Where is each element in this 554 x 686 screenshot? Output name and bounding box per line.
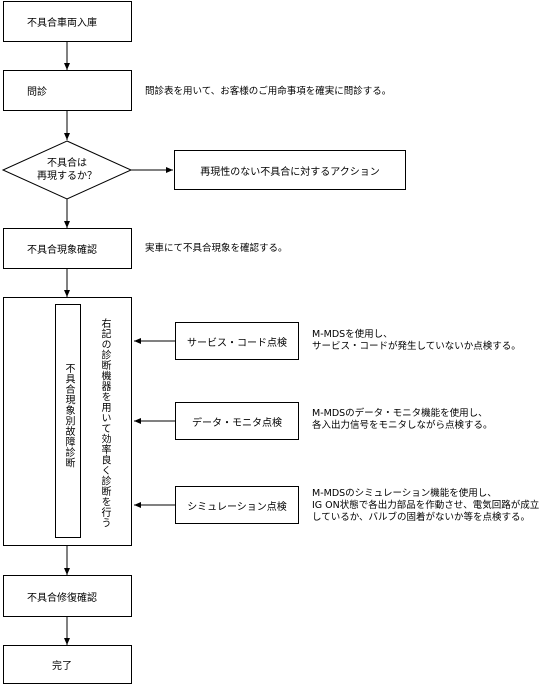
- decision-label: 不具合は 再現するか？: [37, 158, 97, 182]
- step-repair-confirm-label: 不具合修復確認: [27, 592, 97, 604]
- no-repro-action-label: 再現性のない不具合に対するアクション: [200, 166, 380, 178]
- tool-data-monitor-box: データ・モニタ点検: [175, 402, 299, 440]
- tool-service-code-desc: M-MDSを使用し、 サービス・コードが発生していないか点検する。: [312, 329, 521, 352]
- interview-note: 問診表を用いて、お客様のご用命事項を確実に問診する。: [145, 86, 392, 97]
- step-confirm-label: 不具合現象確認: [27, 245, 97, 256]
- step-intake-box: 不具合車両入庫: [3, 1, 132, 42]
- efficient-diagnosis-label: 右記の診断機器を用いて効率良く診断を行う: [99, 318, 110, 528]
- confirm-note: 実車にて不具合現象を確認する。: [145, 243, 288, 254]
- tool-data-monitor-label: データ・モニタ点検: [192, 417, 282, 429]
- step-confirm-box: 不具合現象確認: [3, 228, 132, 269]
- step-intake-label: 不具合車両入庫: [27, 18, 97, 29]
- step-interview-box: 問診: [3, 70, 132, 111]
- tool-service-code-label: サービス・コード点検: [187, 337, 287, 349]
- step-interview-label: 問診: [27, 87, 47, 98]
- tool-data-monitor-desc: M-MDSのデータ・モニタ機能を使用し、 各入出力信号をモニタしながら点検する。: [312, 408, 493, 431]
- no-repro-action-box: 再現性のない不具合に対するアクション: [174, 150, 406, 190]
- step-repair-confirm-box: 不具合修復確認: [3, 575, 132, 617]
- tool-simulation-box: シミュレーション点検: [175, 486, 299, 524]
- diagnosis-by-symptom-label: 不具合現象別故障診断: [63, 363, 74, 468]
- tool-service-code-box: サービス・コード点検: [175, 322, 299, 360]
- tool-simulation-label: シミュレーション点検: [187, 501, 287, 513]
- step-done-box: 完了: [3, 645, 132, 684]
- tool-simulation-desc: M-MDSのシミュレーション機能を使用し、 IG ON状態で各出力部品を作動させ…: [312, 488, 540, 523]
- step-done-label: 完了: [52, 661, 72, 672]
- diagnosis-by-symptom-box: [55, 304, 81, 538]
- decision-diamond: [1, 140, 133, 200]
